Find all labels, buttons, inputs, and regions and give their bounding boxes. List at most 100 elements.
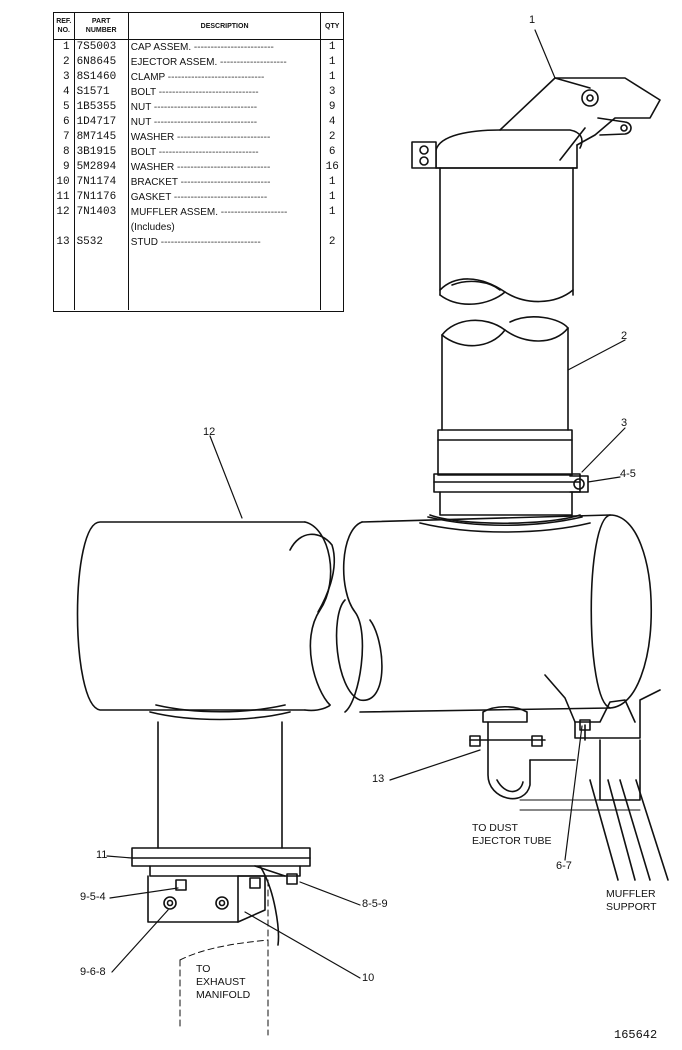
dot-leader: ----------------------------- [165,72,265,83]
note-dust-ejector: TO DUST EJECTOR TUBE [472,822,552,848]
callout-3: 3 [621,417,628,429]
table-filler-cell [74,250,129,310]
row-ref: 13 [54,235,75,250]
row-qty: 1 [328,176,336,188]
note-muffler-support: MUFFLER SUPPORT [606,888,657,914]
callout-4-5: 4-5 [620,468,636,480]
callout-8-5-9: 8-5-9 [362,898,388,910]
table-row: (Includes) [54,220,343,235]
row-description: (Includes) [128,220,322,235]
row-qty: 3 [328,86,336,98]
row-part-number: 1D4717 [74,115,129,130]
row-description: NUT ------------------------------- [128,100,322,115]
callout-11: 11 [96,849,108,861]
callout-6-7: 6-7 [556,860,572,872]
callout-12: 12 [203,426,216,438]
row-ref: 4 [54,85,75,100]
row-part-number: 7N1174 [74,175,129,190]
row-qty: 1 [328,206,336,218]
row-part-number: S1571 [74,85,129,100]
table-header-row: REF. NO. PART NUMBER DESCRIPTION QTY [54,13,343,40]
row-ref: 12 [54,205,75,220]
callout-10: 10 [362,972,375,984]
row-part-number: 7N1176 [74,190,129,205]
row-qty: 2 [328,131,336,143]
table-filler-row [54,250,343,310]
dot-leader: ------------------------------- [151,117,258,128]
note-muffler-line2: SUPPORT [606,901,657,913]
dot-leader: --------------------------- [177,177,271,188]
row-part-number: 7N1403 [74,205,129,220]
dot-leader: ---------------------------- [174,132,271,143]
row-part-number: 7S5003 [74,39,129,55]
row-part-number: S532 [74,235,129,250]
note-muffler-line1: MUFFLER [606,888,656,900]
note-dust-line2: EJECTOR TUBE [472,835,552,847]
dot-leader: ------------------------ [191,42,274,53]
row-ref: 11 [54,190,75,205]
row-description: BOLT ------------------------------ [128,145,322,160]
row-part-number: 5M2894 [74,160,129,175]
row-description: EJECTOR ASSEM. -------------------- [128,55,322,70]
dot-leader: ------------------------------ [155,87,259,98]
row-qty: 6 [328,146,336,158]
row-description: NUT ------------------------------- [128,115,322,130]
note-exhaust-line1: TO [196,963,211,975]
header-description: DESCRIPTION [128,13,322,40]
dot-leader: -------------------- [217,57,287,68]
callout-2: 2 [621,330,628,342]
note-exhaust-manifold: TO EXHAUST MANIFOLD [196,963,250,1002]
header-qty: QTY [320,13,343,40]
callout-9-6-8: 9-6-8 [80,966,106,978]
callout-13: 13 [372,773,385,785]
muffler-support-bracket [544,674,669,881]
row-qty: 1 [328,41,336,53]
row-description: GASKET ---------------------------- [128,190,322,205]
dot-leader: ------------------------------ [157,237,261,248]
row-qty: 4 [328,116,336,128]
row-ref: 10 [54,175,75,190]
gasket-and-bracket [131,847,311,1036]
row-description: MUFFLER ASSEM. -------------------- [128,205,322,220]
note-exhaust-line3: MANIFOLD [196,989,251,1001]
dot-leader: ---------------------------- [171,192,268,203]
row-ref: 9 [54,160,75,175]
row-qty: 16 [325,161,339,173]
row-qty: 2 [328,236,336,248]
row-ref: 7 [54,130,75,145]
figure-number: 165642 [614,1028,658,1042]
dust-ejector-outlet [469,705,641,811]
cap-assembly [411,77,661,306]
row-description: CLAMP ----------------------------- [128,70,322,85]
muffler-assembly [76,514,653,849]
row-ref: 3 [54,70,75,85]
row-description: BRACKET --------------------------- [128,175,322,190]
row-description: BOLT ------------------------------ [128,85,322,100]
row-part-number: 1B5355 [74,100,129,115]
header-part-number: PART NUMBER [74,13,129,40]
row-qty: 1 [328,56,336,68]
row-ref [54,220,75,235]
note-dust-line1: TO DUST [472,822,518,834]
row-ref: 5 [54,100,75,115]
row-description: STUD ------------------------------ [128,235,322,250]
row-qty: 1 [328,71,336,83]
row-ref: 8 [54,145,75,160]
row-part-number: 8S1460 [74,70,129,85]
row-part-number [74,220,129,235]
dot-leader: -------------------- [218,207,288,218]
